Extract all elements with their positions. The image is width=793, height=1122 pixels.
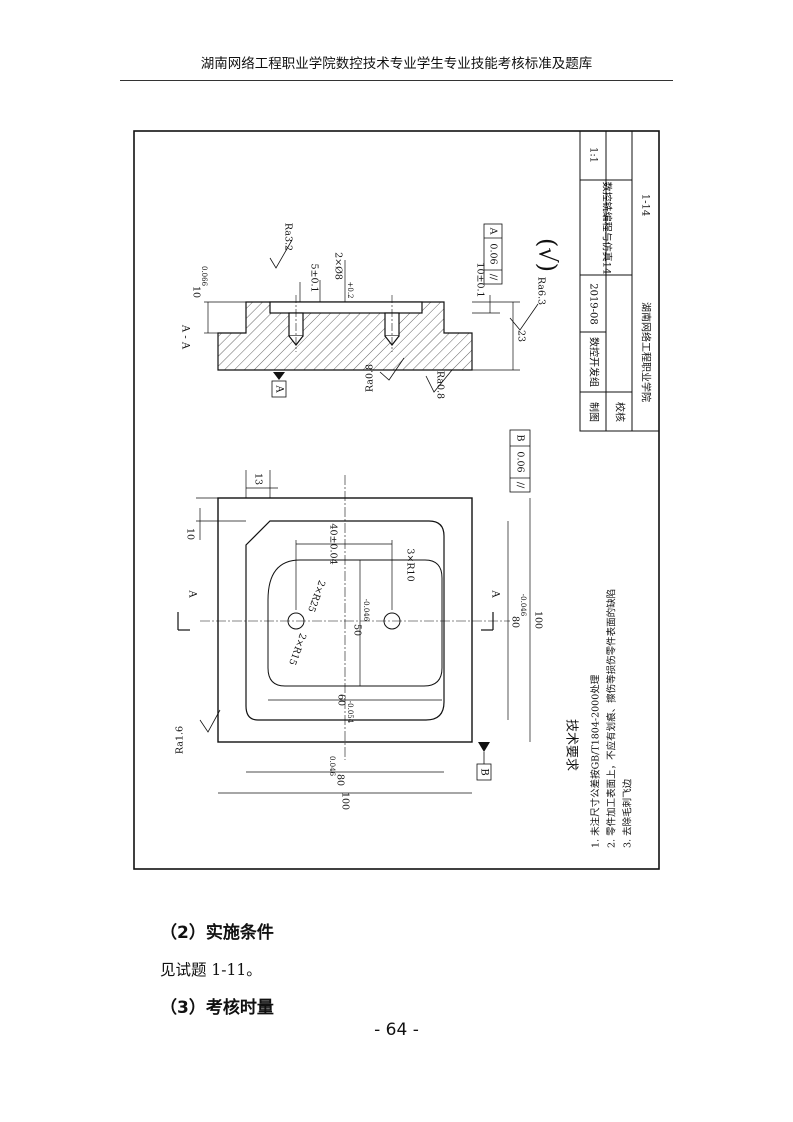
dim-r15: 2×R15 bbox=[286, 631, 308, 666]
ra-0-8-b: Ra0.8 bbox=[435, 371, 446, 399]
dim-10-01: 10±0.1 bbox=[475, 262, 486, 297]
dim-holes: 2×Ø8 bbox=[333, 252, 344, 280]
section-arrow-right: A bbox=[490, 589, 501, 598]
dim-50: 50 bbox=[352, 624, 363, 636]
section-view bbox=[217, 295, 473, 371]
svg-text://: // bbox=[488, 274, 499, 281]
svg-text:A: A bbox=[488, 227, 499, 235]
dim-80-h: 80 bbox=[335, 774, 346, 786]
svg-text:0.06: 0.06 bbox=[488, 243, 499, 264]
dim-60: 60 bbox=[336, 694, 347, 706]
dim-40: 40±0.04 bbox=[328, 523, 339, 564]
ra-1-6: Ra1.6 bbox=[175, 726, 186, 754]
section-heading-2: （2）实施条件 bbox=[160, 923, 274, 943]
dim-80-h-tol: 0.046 bbox=[328, 756, 336, 777]
dim-r10: 3×R10 bbox=[405, 548, 416, 581]
dim-23: 23 bbox=[516, 330, 527, 342]
svg-text:0.06: 0.06 bbox=[515, 451, 526, 472]
tb-maker-label: 制图 bbox=[588, 402, 601, 422]
section-label: A - A bbox=[180, 324, 191, 350]
datum-a: A bbox=[274, 384, 285, 393]
dim-10: 10 bbox=[185, 528, 196, 540]
dim-10-066-tol: 0.066 bbox=[200, 266, 208, 287]
plan-view bbox=[200, 475, 510, 760]
header-rule bbox=[120, 80, 673, 81]
dim-5: 5±0.1 bbox=[309, 263, 320, 292]
page-number: - 64 - bbox=[374, 1020, 419, 1040]
ra-6-3: Ra6.3 bbox=[536, 277, 547, 305]
dim-holes-tol: +0.2 bbox=[346, 282, 354, 299]
tb-scale: 1:1 bbox=[588, 147, 599, 163]
tech-item-2: 2. 零件加工表面上，不应有划痕、擦伤等损伤零件表面的缺陷 bbox=[606, 589, 618, 848]
tolerance-frame-a bbox=[483, 223, 503, 285]
tech-item-3: 3. 去除毛刺飞边 bbox=[622, 778, 634, 848]
datum-b: B bbox=[479, 768, 490, 775]
section-body-2: 见试题 1-11。 bbox=[160, 961, 262, 979]
svg-text:B: B bbox=[515, 435, 526, 442]
dim-100-v: 100 bbox=[533, 611, 544, 629]
dim-50-tol: -0.046 bbox=[362, 599, 370, 622]
title-block bbox=[579, 130, 660, 432]
section-arrow-left: A bbox=[187, 589, 198, 598]
dim-80-v: 80 bbox=[510, 616, 521, 628]
dim-80-v-tol: -0.046 bbox=[519, 594, 527, 617]
page-header: 湖南网络工程职业学院数控技术专业学生专业技能考核标准及题库 bbox=[200, 56, 593, 72]
ra-general-mark: (√) bbox=[534, 238, 562, 272]
tb-code: 1-14 bbox=[640, 194, 651, 216]
drawing-frame bbox=[133, 130, 660, 870]
tolerance-frame-b bbox=[509, 429, 531, 493]
ra-0-8-a: Ra0.8 bbox=[365, 364, 376, 392]
dim-10-066: 10 bbox=[191, 286, 202, 298]
tb-maker: 数控开发组 bbox=[588, 337, 601, 387]
tb-checker-label: 校核 bbox=[614, 402, 627, 422]
tb-name: 数控铣编程与仿真14 bbox=[601, 182, 614, 275]
tb-date: 2019-08 bbox=[588, 283, 599, 325]
dim-100-h: 100 bbox=[340, 792, 351, 810]
tech-title: 技术要求 bbox=[564, 719, 579, 771]
tech-item-1: 1. 未注尺寸公差按GB/T1804-2000处理 bbox=[590, 674, 602, 848]
ra-3-2: Ra3.2 bbox=[283, 223, 294, 251]
dim-r25: 2×R25 bbox=[305, 578, 327, 613]
tb-school: 湖南网络工程职业学院 bbox=[640, 302, 653, 402]
dim-60-tol: -0.054 bbox=[346, 701, 354, 724]
svg-text://: // bbox=[515, 482, 526, 489]
section-heading-3: （3）考核时量 bbox=[160, 998, 274, 1018]
dim-13: 13 bbox=[253, 473, 264, 485]
